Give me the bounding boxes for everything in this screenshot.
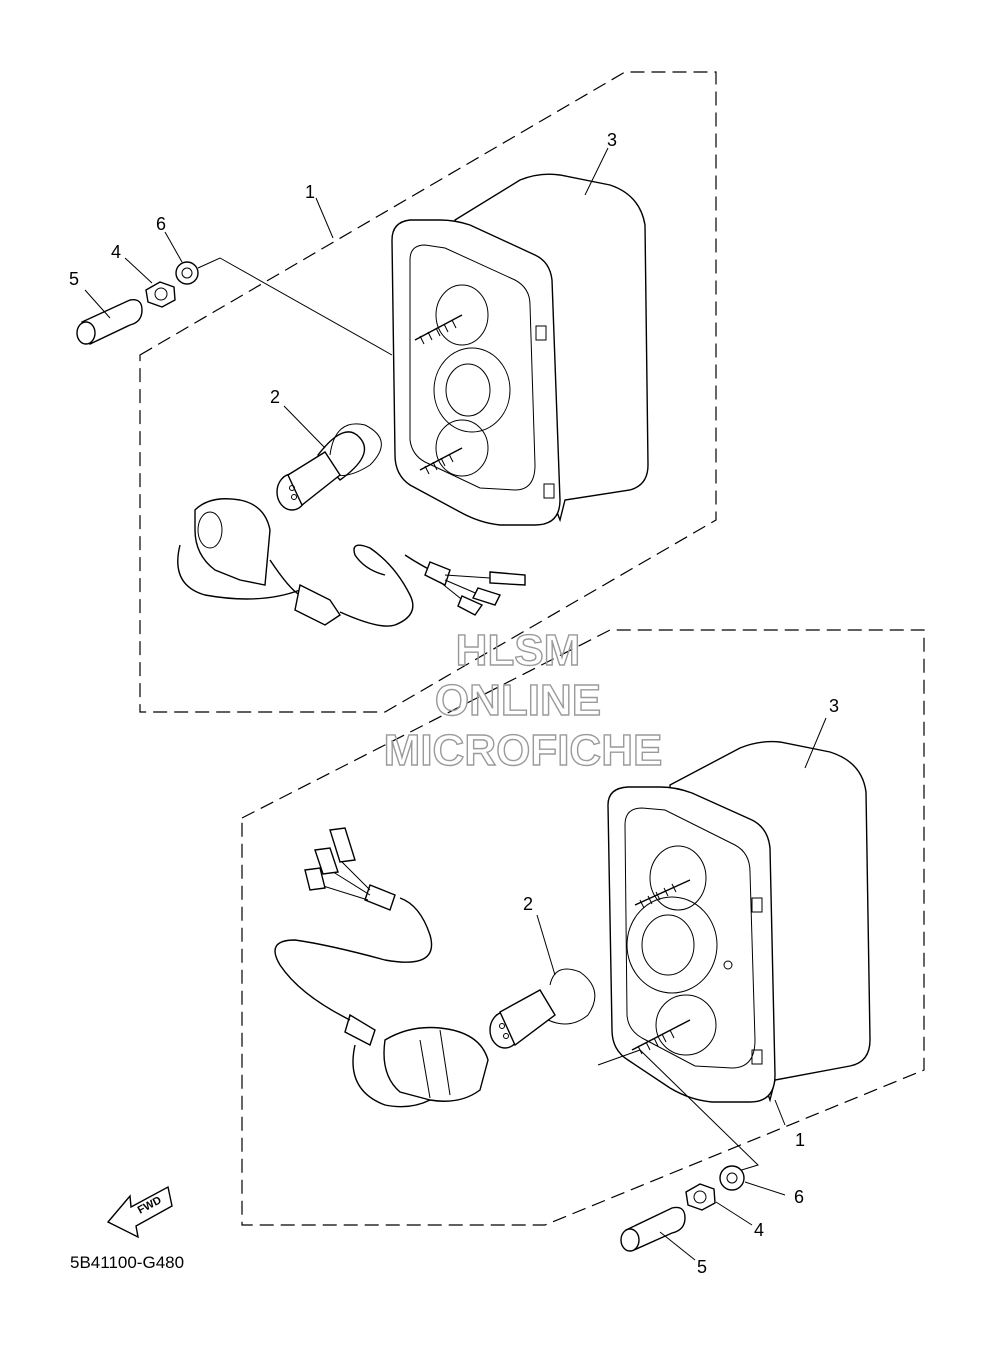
lower-socket-harness — [274, 827, 489, 1108]
upper-callout-1: 1 — [305, 182, 315, 202]
upper-collar — [76, 299, 143, 345]
upper-washer — [175, 261, 199, 285]
lower-callout-6: 6 — [794, 1187, 804, 1207]
upper-callout-4: 4 — [111, 242, 121, 262]
watermark-line-1: HLSM — [456, 626, 581, 675]
diagram-part-number: 5B41100-G480 — [70, 1253, 184, 1272]
lower-leader-line — [597, 1049, 759, 1173]
lower-assembly: 1 2 3 4 5 6 — [241, 629, 925, 1277]
upper-assembly: 1 2 3 4 5 6 — [69, 71, 717, 713]
upper-nut — [145, 281, 176, 308]
lower-washer — [719, 1165, 745, 1191]
upper-lens-housing — [391, 173, 649, 526]
upper-callout-6: 6 — [156, 214, 166, 234]
lower-callout-3: 3 — [829, 696, 839, 716]
fwd-arrow-icon: FWD — [106, 1185, 173, 1239]
upper-callout-2: 2 — [270, 387, 280, 407]
lower-nut — [685, 1183, 716, 1211]
upper-callout-5: 5 — [69, 269, 79, 289]
watermark-line-2: ONLINE — [435, 676, 601, 725]
lower-callout-5: 5 — [697, 1257, 707, 1277]
watermark: HLSM ONLINE MICROFICHE — [383, 625, 663, 775]
lower-assembly-boundary — [241, 629, 925, 1226]
lower-callout-1: 1 — [795, 1130, 805, 1150]
lower-bulb — [489, 968, 596, 1049]
lower-callout-4: 4 — [754, 1220, 764, 1240]
upper-assembly-boundary — [139, 71, 717, 713]
upper-socket-harness — [177, 498, 526, 627]
upper-leader-line — [197, 257, 393, 356]
lower-collar — [620, 1206, 686, 1252]
watermark-line-3: MICROFICHE — [384, 726, 663, 775]
lower-callout-2: 2 — [523, 894, 533, 914]
lower-lens-housing — [607, 740, 871, 1103]
upper-bulb — [276, 423, 382, 511]
upper-callout-3: 3 — [607, 130, 617, 150]
